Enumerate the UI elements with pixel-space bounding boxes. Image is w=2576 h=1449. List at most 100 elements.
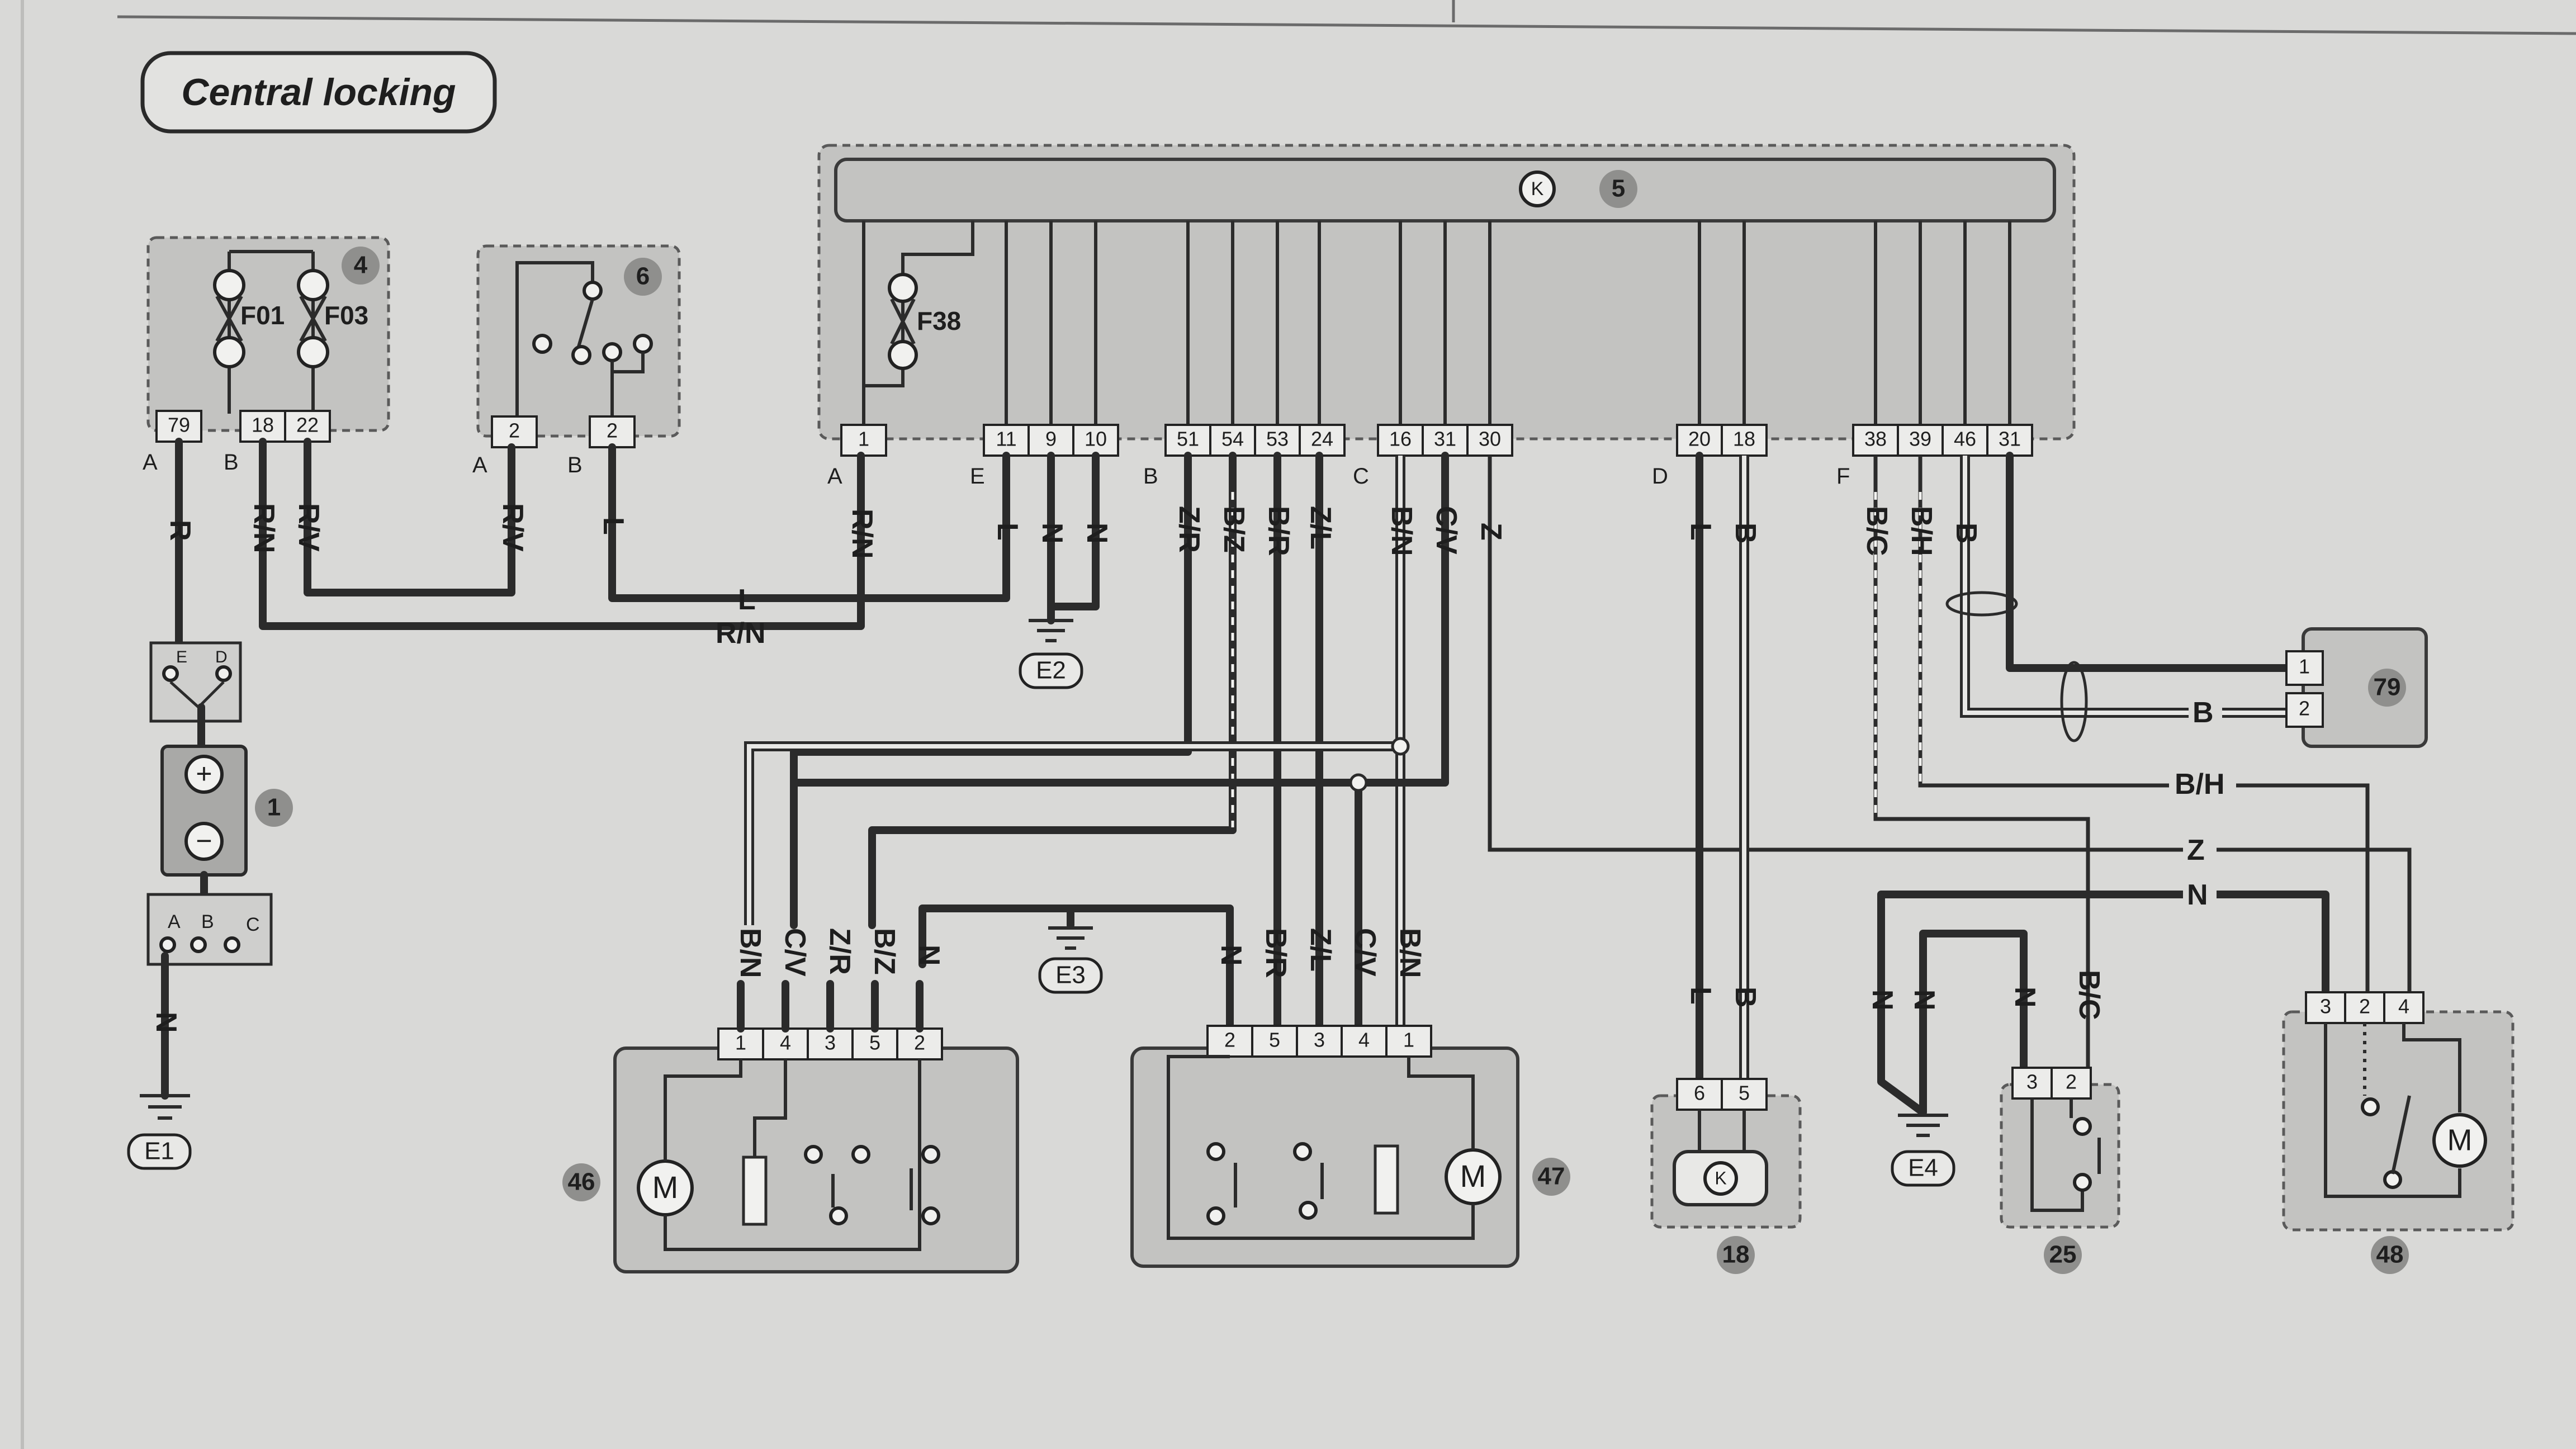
wire-color-label: L [991, 523, 1024, 541]
wire-color-label: L [597, 517, 629, 535]
component-47-badge: 47 [1538, 1163, 1565, 1190]
wire-color-label: L [738, 584, 756, 616]
connector-letter: D [1652, 464, 1668, 489]
motor-symbol: M [2447, 1123, 2473, 1157]
wire-color-label: R/V [292, 503, 325, 552]
battery-terminal-label: D [215, 648, 228, 666]
ground-e3: E3 [1038, 926, 1103, 994]
pin-label: 1 [858, 428, 869, 451]
wire-color-label: L [1684, 523, 1717, 541]
wire-color-label: Z/R [1173, 506, 1205, 553]
component-5-badge: 5 [1612, 175, 1625, 202]
ground-e3-label: E3 [1055, 962, 1086, 989]
fuse-f38-label: F38 [917, 306, 961, 335]
wire-color-label: Z [1475, 523, 1507, 541]
module-k-symbol: K [1531, 178, 1544, 200]
battery-terminal-label: E [176, 648, 187, 666]
pin-label: 9 [1045, 428, 1057, 451]
motor-symbol: M [1460, 1158, 1486, 1194]
pin-label: 1 [1403, 1029, 1414, 1052]
pin-label: 1 [735, 1031, 746, 1054]
right-harness-labels: B B/H Z N [2169, 696, 2236, 911]
wire-color-label: L [1684, 987, 1717, 1005]
component-4-badge: 4 [354, 252, 368, 279]
pin-label: 2 [914, 1031, 925, 1054]
pin-label: 18 [1733, 428, 1755, 451]
wire-color-label: B/H [1905, 506, 1938, 556]
pin-label: 3 [2320, 995, 2331, 1018]
component-1-badge: 1 [267, 794, 281, 821]
pin-label: 5 [1269, 1029, 1280, 1052]
component-46-badge: 46 [568, 1168, 595, 1196]
wire-color-label: R/N [248, 503, 280, 553]
pin-label: 4 [780, 1031, 791, 1054]
wire-color-label: B/Z [1218, 506, 1250, 553]
wire-color-label: B/N [734, 928, 766, 978]
pin-label: 30 [1479, 428, 1501, 451]
ground-e1-label: E1 [144, 1138, 174, 1165]
wire-color-label: R/N [846, 509, 878, 559]
page-top-rule [117, 15, 2576, 35]
wire-color-label: C/V [779, 928, 811, 977]
wire-color-label: B/R [1259, 928, 1292, 978]
component-25-badge: 25 [2049, 1241, 2077, 1268]
fusebox-connector: 79 18 22 [155, 410, 331, 443]
component-18-badge: 18 [1722, 1241, 1750, 1268]
component-48-motor: 3 2 4 M 48 [2282, 991, 2515, 1274]
pin-label: 11 [996, 428, 1016, 451]
pin-label: 5 [1739, 1082, 1750, 1105]
switch-6-component: 6 2 2 A B [472, 244, 681, 477]
component-25-switch: 3 2 25 N B/C [2000, 970, 2120, 1274]
connector-letter: F [1836, 464, 1850, 489]
wire-color-label: B/H [2175, 768, 2225, 801]
pin-label: 2 [607, 419, 618, 442]
pin-label: 24 [1311, 428, 1333, 451]
ground-e4: E4 N N [1866, 989, 1955, 1187]
wire-color-label: N [2009, 987, 2041, 1008]
component-79-module: 1 2 79 [2285, 627, 2428, 748]
pin-label: 4 [1358, 1029, 1370, 1052]
receiver-k-symbol: K [1715, 1168, 1726, 1188]
pin-label: 3 [825, 1031, 836, 1054]
pin-label: 31 [1434, 428, 1456, 451]
connector-letter: E [970, 464, 985, 489]
switch-terminal-label: C [246, 914, 260, 935]
ground-e2: E2 [1019, 619, 1083, 689]
fuse-f03-label: F03 [324, 301, 368, 330]
pin-label: 2 [2359, 995, 2370, 1018]
pin-label: 3 [1314, 1029, 1325, 1052]
diagram-title-box: Central locking [140, 51, 497, 134]
pin-label: 6 [1694, 1082, 1705, 1105]
pin-label: 4 [2398, 995, 2409, 1018]
diagram-title: Central locking [181, 71, 456, 113]
pin-label: 2 [1224, 1029, 1235, 1052]
pin-label: 51 [1177, 428, 1199, 451]
motor-symbol: M [652, 1169, 679, 1205]
pin-label: 46 [1954, 428, 1976, 451]
wire-color-label: Z/L [1304, 506, 1337, 550]
pin-label: 20 [1688, 428, 1711, 451]
wire-color-label: N [1908, 989, 1940, 1011]
wire-color-label: R/N [716, 617, 766, 650]
pin-label: 18 [252, 414, 274, 437]
pin-label: 3 [2026, 1071, 2038, 1093]
top-wire-labels: R R/N R/V R/V L R/N L N N Z/R B/Z B/R Z/… [164, 503, 1982, 650]
pin-label: 2 [2066, 1071, 2077, 1093]
pin-label: 38 [1864, 428, 1887, 451]
connector-letter: A [143, 450, 158, 475]
connector-letter: B [224, 450, 239, 475]
pin-label: 54 [1221, 428, 1244, 451]
pin-label: 16 [1389, 428, 1412, 451]
switch-terminal-label: B [201, 911, 214, 932]
wire-color-label: N [1081, 523, 1113, 544]
wire-color-label: C/V [1349, 928, 1381, 977]
pin-label: 2 [2299, 697, 2310, 720]
connector-letter: A [472, 453, 487, 477]
battery-plus-symbol: + [196, 758, 212, 789]
pin-label: 1 [2299, 655, 2310, 678]
wire-color-label: B/C [1860, 506, 1893, 556]
wire-color-label: B/N [1394, 928, 1426, 978]
wire-color-label: Z/L [1304, 928, 1337, 972]
wire-color-label: Z [2187, 834, 2205, 866]
pin-label: 10 [1085, 428, 1107, 451]
